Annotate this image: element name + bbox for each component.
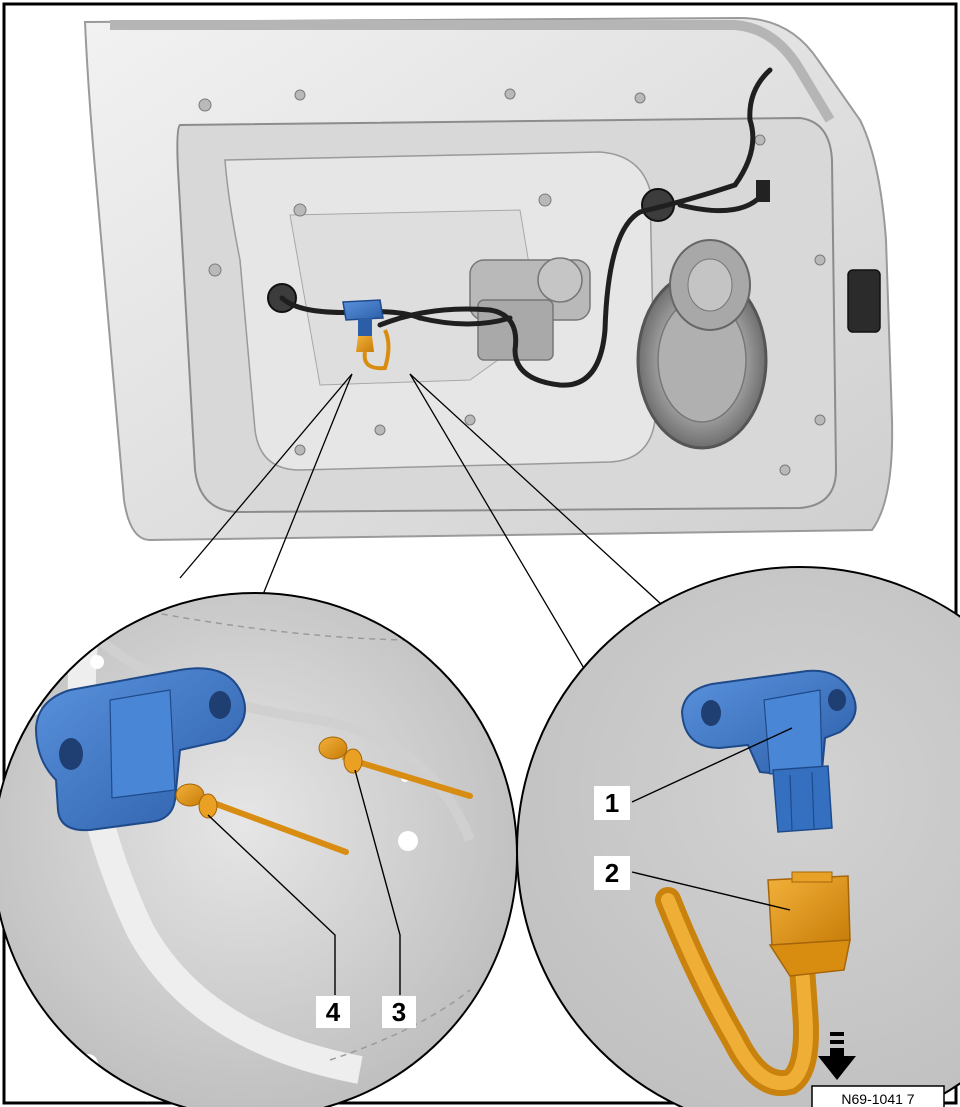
door-overview	[83, 16, 894, 542]
mounting-holes	[198, 88, 826, 476]
callout-4: 4	[316, 996, 350, 1028]
crash-sensor	[680, 669, 857, 833]
callout-1: 1	[594, 786, 630, 820]
sensor-connector	[655, 871, 851, 1097]
callout-label-2: 2	[605, 858, 619, 888]
callout-label-4: 4	[326, 997, 341, 1027]
rivet-3	[318, 736, 473, 799]
panel-hole	[90, 655, 104, 669]
reference-code: N69-1041 7	[811, 1085, 945, 1107]
loudspeaker-small	[669, 239, 751, 331]
leader-line-2	[631, 871, 791, 911]
window-motor	[469, 257, 591, 361]
window-frame	[110, 20, 835, 123]
panel-hole	[398, 831, 418, 851]
arrow-down-icon	[818, 1032, 856, 1080]
leader-line-1	[631, 727, 793, 803]
zoom-detail-left: 4 3	[0, 592, 518, 1107]
callout-2: 2	[594, 856, 630, 890]
rivet-4	[175, 783, 349, 855]
overview-sensor	[342, 299, 391, 371]
callout-3: 3	[382, 996, 416, 1028]
zoom-circle-right-border	[516, 566, 960, 1107]
callout-label-1: 1	[605, 788, 619, 818]
zoom-leader-lines	[179, 373, 686, 693]
callout-label-3: 3	[392, 997, 406, 1027]
leader-line-4	[207, 814, 336, 995]
leader-line-3	[354, 769, 401, 995]
crash-sensor-zoomed	[34, 667, 246, 832]
reference-code-text: N69-1041 7	[841, 1091, 914, 1107]
door-lock	[847, 269, 881, 333]
harness-plug	[756, 180, 770, 202]
